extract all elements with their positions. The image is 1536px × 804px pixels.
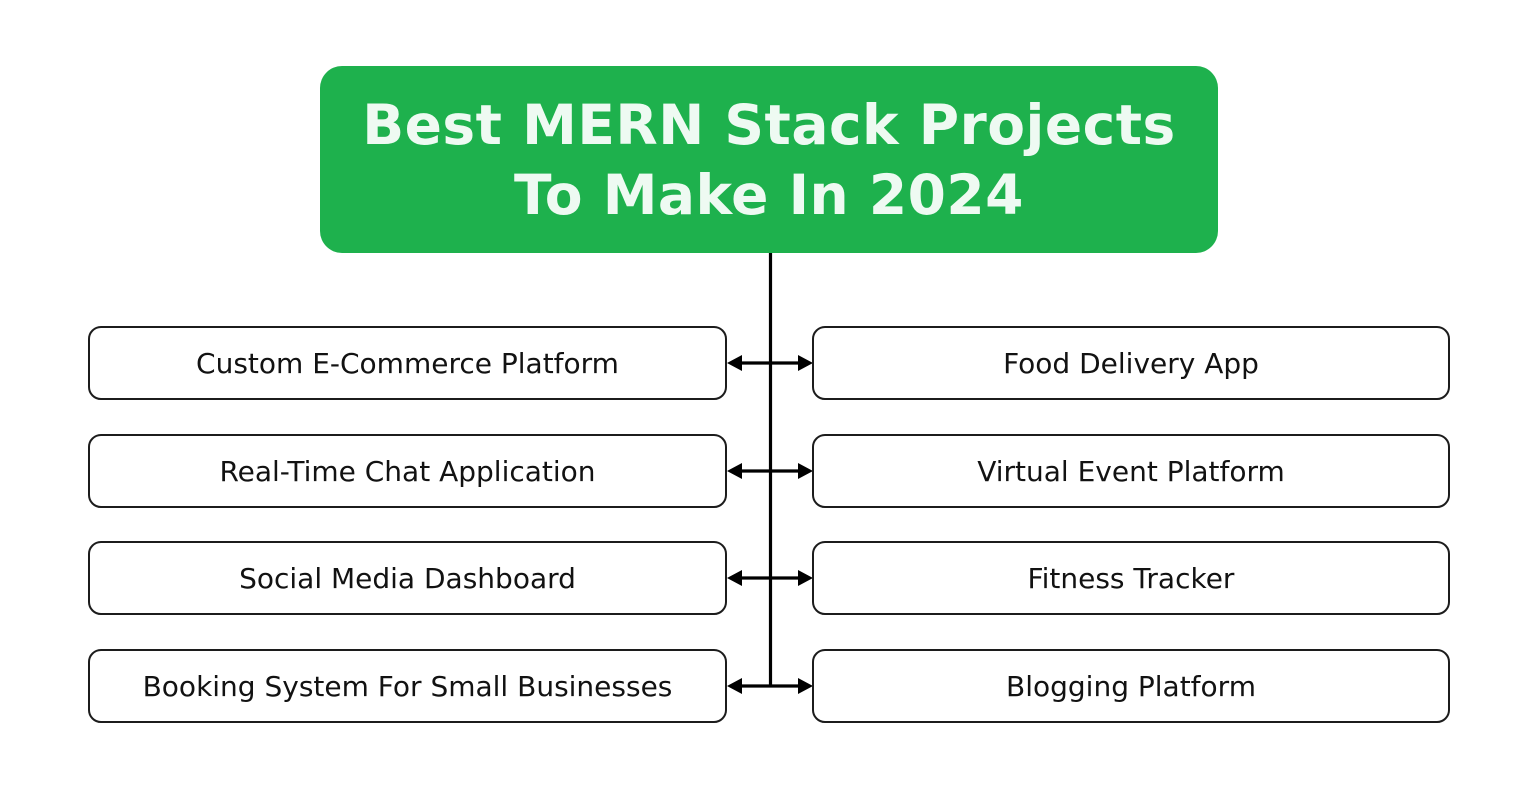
project-box-label: Blogging Platform	[1006, 669, 1256, 703]
project-box-fitness-tracker: Fitness Tracker	[812, 541, 1450, 615]
project-box-label: Virtual Event Platform	[977, 454, 1285, 488]
row-3-arrowhead-right	[798, 570, 813, 586]
project-box-label: Custom E-Commerce Platform	[196, 346, 619, 380]
row-2-arrowhead-right	[798, 463, 813, 479]
title-banner: Best MERN Stack Projects To Make In 2024	[320, 66, 1218, 253]
project-box-virtual-event-platform: Virtual Event Platform	[812, 434, 1450, 508]
project-box-social-media-dashboard: Social Media Dashboard	[88, 541, 727, 615]
row-3-arrowhead-left	[727, 570, 742, 586]
row-2-arrowhead-left	[727, 463, 742, 479]
project-box-label: Social Media Dashboard	[239, 561, 576, 595]
project-box-custom-ecommerce-platform: Custom E-Commerce Platform	[88, 326, 727, 400]
project-box-label: Real-Time Chat Application	[219, 454, 596, 488]
project-box-blogging-platform: Blogging Platform	[812, 649, 1450, 723]
project-box-label: Booking System For Small Businesses	[142, 669, 673, 703]
row-4-arrowhead-right	[798, 678, 813, 694]
title-line-1: Best MERN Stack Projects	[362, 92, 1176, 157]
row-4-arrowhead-left	[727, 678, 742, 694]
project-box-label: Food Delivery App	[1003, 346, 1259, 380]
project-box-booking-system-small-businesses: Booking System For Small Businesses	[88, 649, 727, 723]
project-box-real-time-chat-application: Real-Time Chat Application	[88, 434, 727, 508]
row-1-arrowhead-right	[798, 355, 813, 371]
row-1-arrowhead-left	[727, 355, 742, 371]
title-line-2: To Make In 2024	[514, 162, 1024, 227]
project-box-food-delivery-app: Food Delivery App	[812, 326, 1450, 400]
project-box-label: Fitness Tracker	[1027, 561, 1235, 595]
